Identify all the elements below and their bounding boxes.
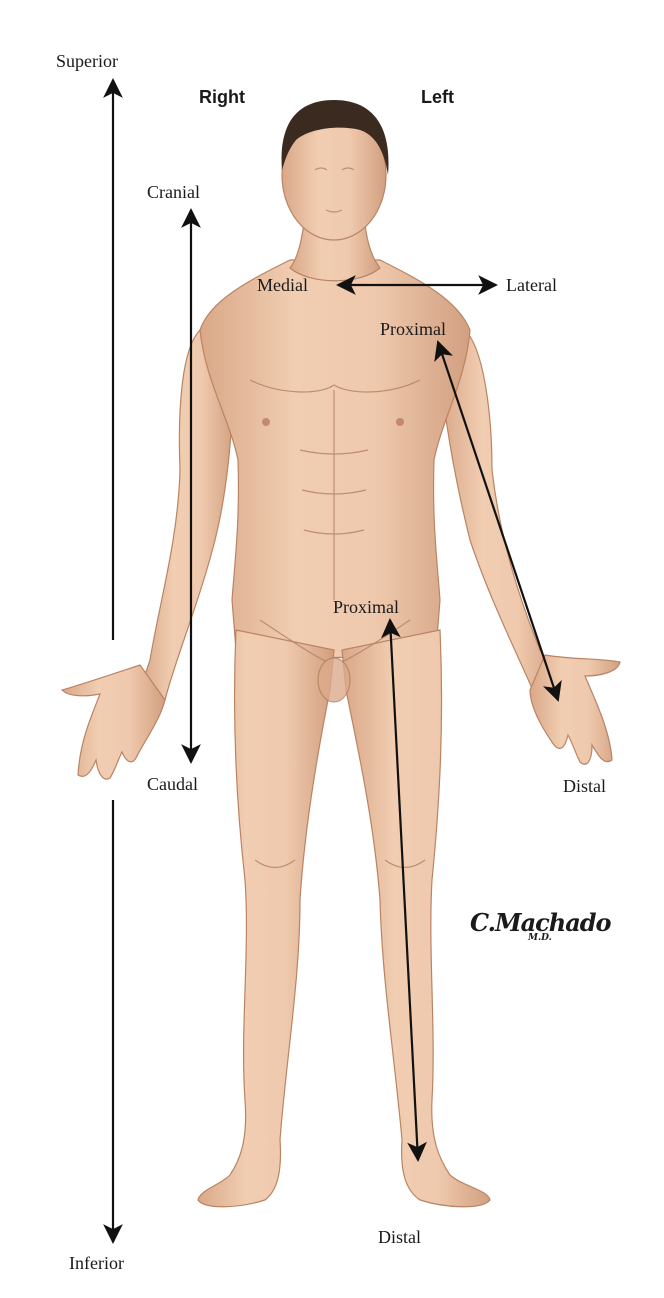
label-cranial: Cranial [147,182,200,202]
label-proximal-arm: Proximal [380,319,446,339]
leg-proximal-distal-arrow [381,618,427,1162]
right-nipple [262,418,270,426]
label-lateral: Lateral [506,275,557,295]
label-superior: Superior [56,51,118,71]
signature-sub: M.D. [528,933,552,943]
left-hand [529,654,621,765]
label-left: Left [421,87,454,107]
signature-main: C.Machado [470,908,612,937]
label-caudal: Caudal [147,774,198,794]
label-distal-arm: Distal [563,776,606,796]
direction-arrows [103,78,562,1244]
label-distal-leg: Distal [378,1227,421,1247]
left-nipple [396,418,404,426]
arm-proximal-distal-arrow [434,340,562,702]
label-proximal-leg: Proximal [333,597,399,617]
label-inferior: Inferior [69,1253,124,1273]
label-medial: Medial [257,275,308,295]
label-right: Right [199,87,245,107]
right-leg [197,629,335,1208]
artist-signature: C.Machado M.D. [470,908,612,943]
right-hand [60,664,166,780]
hair [281,100,389,175]
